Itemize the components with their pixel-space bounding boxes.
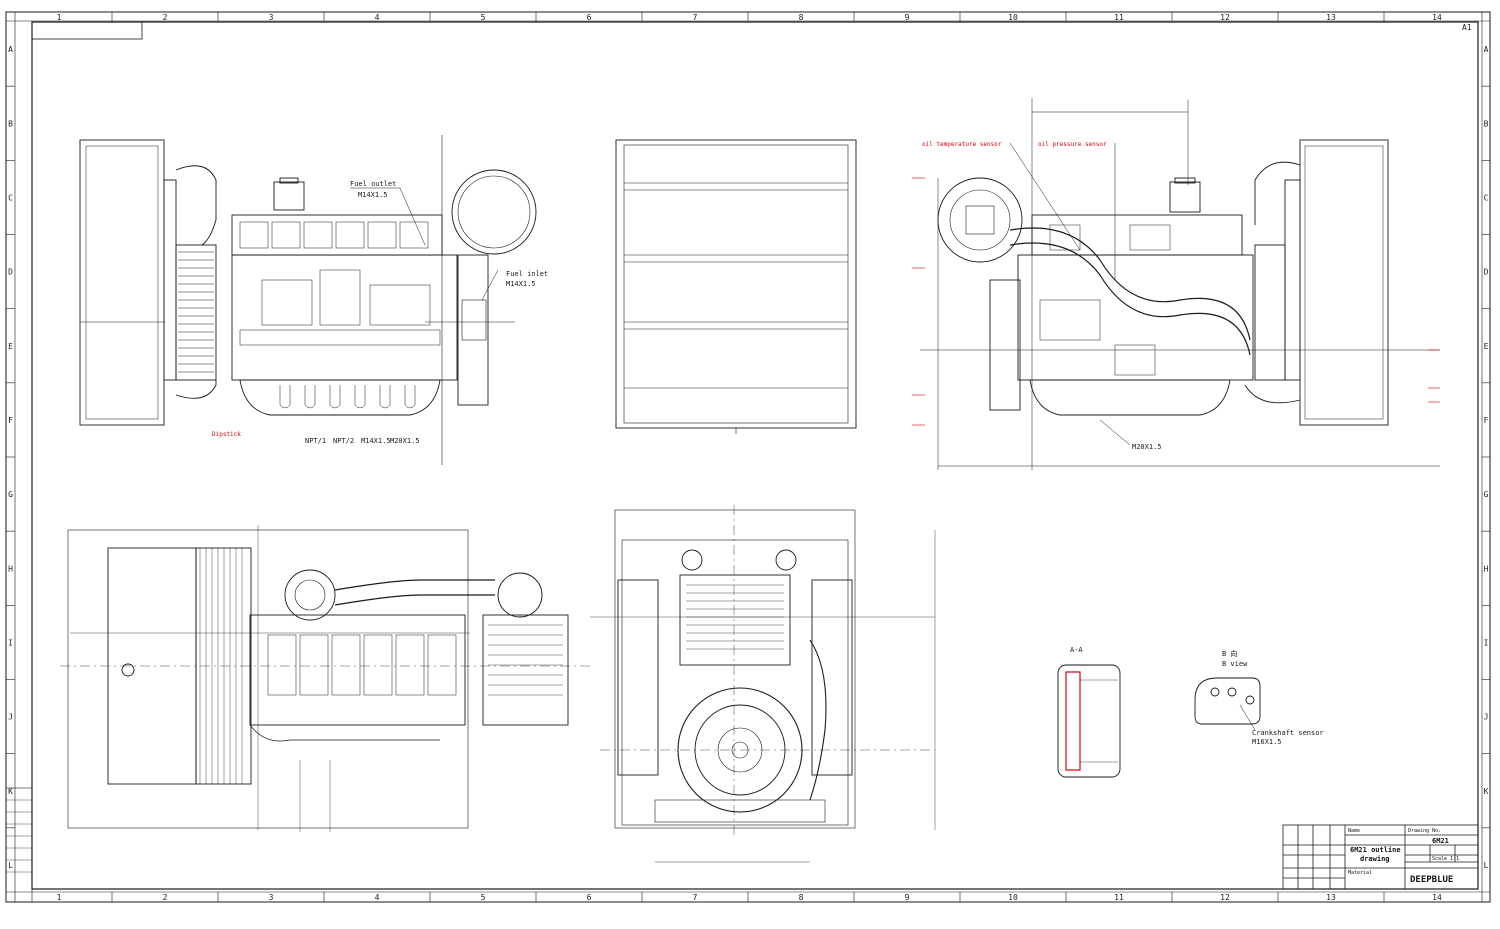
zone-row-right-L: L <box>1484 861 1489 870</box>
front-bottom-label-2: NPT/2 <box>333 437 354 445</box>
zone-col-top-9: 9 <box>905 13 910 22</box>
front-view <box>79 135 537 465</box>
title-line-1: 6M21 outline <box>1350 846 1401 854</box>
zone-col-top-8: 8 <box>799 13 804 22</box>
side-view-dims <box>912 177 1440 426</box>
zone-col-bottom-3: 3 <box>269 893 274 902</box>
zone-row-right-J: J <box>1484 713 1489 722</box>
fuel-outlet-label: Fuel outlet <box>350 180 396 188</box>
zone-row-labels: A A B B C C D D E E F F G G H H I I J J K K L L <box>8 45 1489 870</box>
zone-row-right-E: E <box>1484 342 1489 351</box>
top-view <box>60 525 590 832</box>
zone-col-bottom-1: 1 <box>57 893 62 902</box>
crankshaft-sensor-label: Crankshaft sensor <box>1252 729 1324 737</box>
zone-col-bottom-2: 2 <box>163 893 168 902</box>
title-drawing-no-label: Drawing No. <box>1408 828 1441 834</box>
fuel-outlet-thread: M14X1.5 <box>358 191 388 199</box>
crankshaft-sensor-thread: M16X1.5 <box>1252 738 1282 746</box>
radiator-view <box>615 139 857 434</box>
front-bottom-label-1: NPT/1 <box>305 437 326 445</box>
zone-col-bottom-14: 14 <box>1432 893 1442 902</box>
zone-col-top-14: 14 <box>1432 13 1442 22</box>
zone-row-right-H: H <box>1484 564 1489 573</box>
side-drain-thread: M20X1.5 <box>1132 443 1162 451</box>
zone-row-left-B: B <box>8 119 13 128</box>
zone-col-top-6: 6 <box>587 13 592 22</box>
zone-row-left-K: K <box>8 787 13 796</box>
zone-row-left-G: G <box>8 490 13 499</box>
zone-col-top-13: 13 <box>1326 13 1336 22</box>
side-view <box>920 98 1440 470</box>
zone-row-left-H: H <box>8 564 13 573</box>
title-line-2: drawing <box>1360 855 1390 863</box>
title-name-label: Name <box>1348 828 1360 834</box>
zone-col-bottom-12: 12 <box>1220 893 1230 902</box>
view-b-title: B 向 <box>1222 649 1237 658</box>
view-b <box>1194 677 1261 731</box>
zone-col-top-11: 11 <box>1114 13 1124 22</box>
view-b-subtitle: B view <box>1222 660 1248 668</box>
zone-row-left-E: E <box>8 342 13 351</box>
oil-temperature-sensor-label: oil temperature sensor <box>922 141 1002 148</box>
fuel-inlet-label: Fuel inlet <box>506 270 548 278</box>
rear-view <box>590 505 936 863</box>
zone-col-bottom-8: 8 <box>799 893 804 902</box>
front-bottom-label-3: M14X1.5 <box>361 437 391 445</box>
zone-row-right-A: A <box>1484 45 1489 54</box>
title-block <box>1282 824 1479 890</box>
title-scale: Scale 1:1 <box>1432 856 1459 862</box>
zone-row-left-F: F <box>8 416 13 425</box>
zone-row-right-G: G <box>1484 490 1489 499</box>
zone-col-top-10: 10 <box>1008 13 1018 22</box>
zone-row-left-L: L <box>8 861 13 870</box>
fuel-inlet-thread: M14X1.5 <box>506 280 536 288</box>
zone-col-top-3: 3 <box>269 13 274 22</box>
zone-col-bottom-5: 5 <box>481 893 486 902</box>
section-a-a-label: A-A <box>1070 646 1083 654</box>
dipstick-label: Dipstick <box>212 431 241 438</box>
sheet-frame <box>5 11 1491 903</box>
zone-row-right-F: F <box>1484 416 1489 425</box>
zone-col-bottom-10: 10 <box>1008 893 1018 902</box>
zone-row-right-I: I <box>1484 638 1489 647</box>
zone-row-left-J: J <box>8 713 13 722</box>
zone-row-right-K: K <box>1484 787 1489 796</box>
zone-col-bottom-11: 11 <box>1114 893 1124 902</box>
zone-col-top-7: 7 <box>693 13 698 22</box>
zone-row-left-A: A <box>8 45 13 54</box>
zone-col-top-12: 12 <box>1220 13 1230 22</box>
zone-col-bottom-7: 7 <box>693 893 698 902</box>
corner-tag: A1 <box>1462 23 1472 32</box>
zone-col-top-2: 2 <box>163 13 168 22</box>
zone-row-left-I: I <box>8 638 13 647</box>
zone-col-bottom-13: 13 <box>1326 893 1336 902</box>
oil-pressure-sensor-label: oil pressure sensor <box>1038 141 1107 148</box>
zone-row-left-C: C <box>8 193 13 202</box>
title-drawing-no: 6M21 <box>1432 837 1449 845</box>
zone-col-top-1: 1 <box>57 13 62 22</box>
zone-row-right-D: D <box>1484 268 1489 277</box>
title-material: Material <box>1348 870 1372 876</box>
zone-ticks <box>6 12 1490 902</box>
section-a-a <box>1057 664 1121 778</box>
zone-col-top-4: 4 <box>375 13 380 22</box>
zone-row-right-C: C <box>1484 193 1489 202</box>
brand-logo: DEEPBLUE <box>1410 875 1453 885</box>
front-bottom-label-4: M20X1.5 <box>390 437 420 445</box>
zone-row-left-D: D <box>8 268 13 277</box>
zone-col-bottom-6: 6 <box>587 893 592 902</box>
zone-col-bottom-4: 4 <box>375 893 380 902</box>
zone-col-bottom-9: 9 <box>905 893 910 902</box>
zone-row-right-B: B <box>1484 119 1489 128</box>
zone-col-top-5: 5 <box>481 13 486 22</box>
